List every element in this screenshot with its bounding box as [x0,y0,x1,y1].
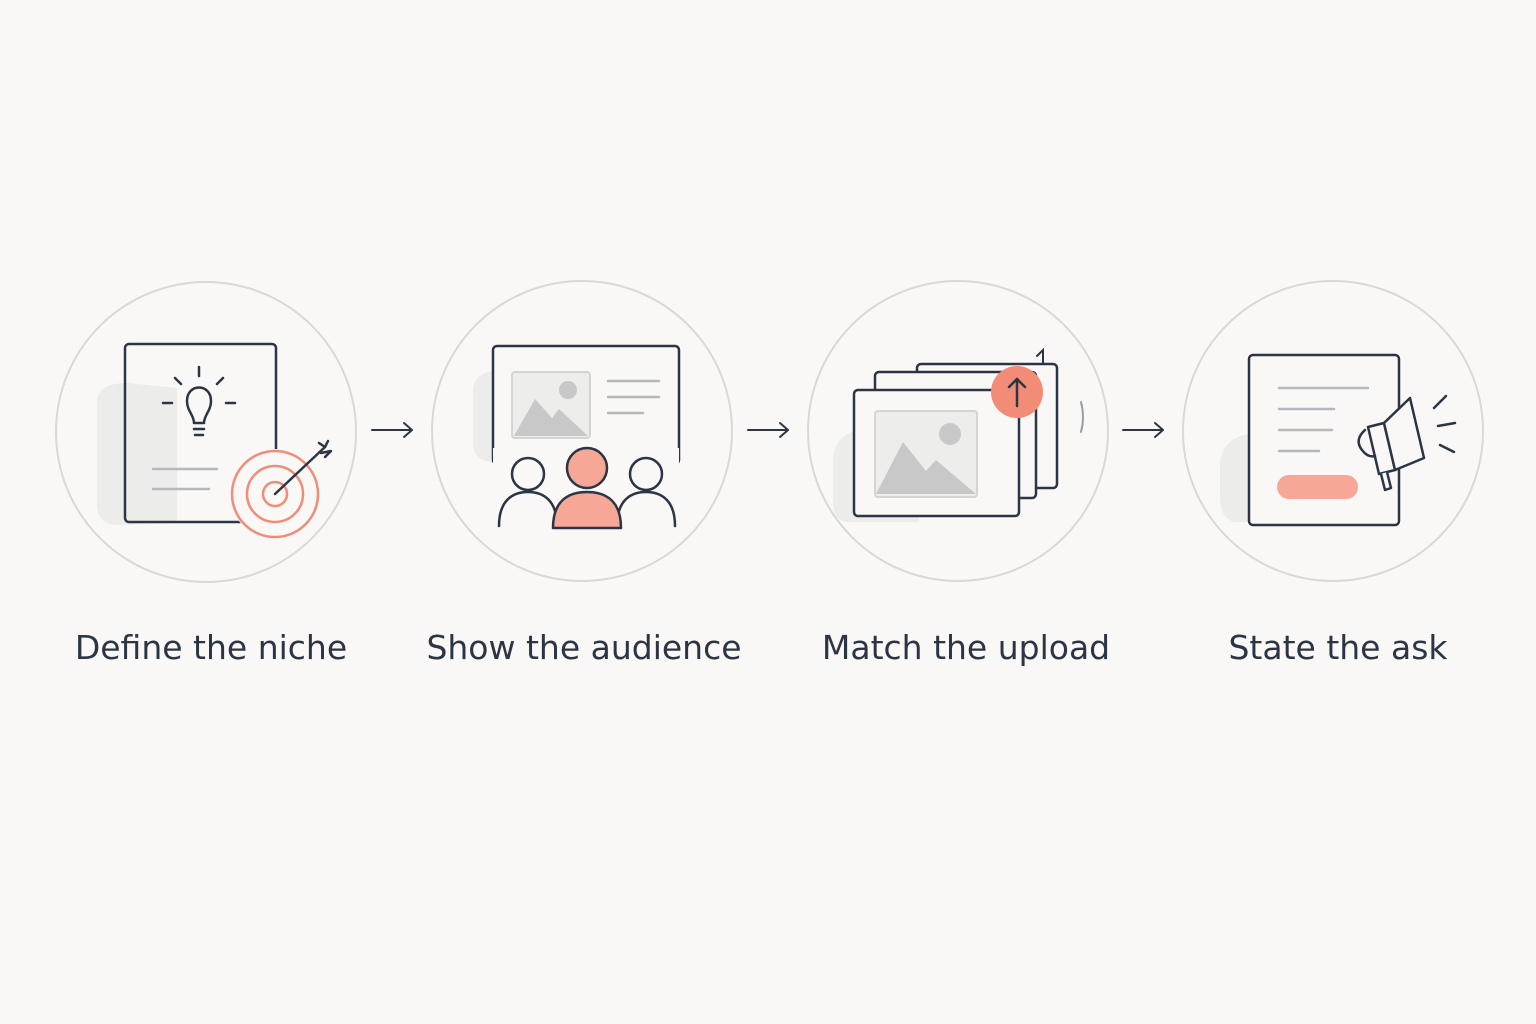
step-2-label: Show the audience [426,628,742,667]
step-3-label: Match the upload [821,628,1111,667]
step-3-circle [807,280,1109,582]
step-1-label: Define the niche [74,628,348,667]
step-2-circle [431,280,733,582]
document-megaphone-icon [1220,353,1457,527]
arrow-right-icon [1122,422,1164,438]
image-upload-icon [833,347,1084,522]
arrow-right-icon [371,422,413,438]
step-1-circle [55,281,357,583]
step-4-circle [1182,280,1484,582]
document-lightbulb-target-icon [97,342,333,539]
profile-audience-icon [473,344,681,530]
arrow-right-icon [747,422,789,438]
step-4-label: State the ask [1228,628,1448,667]
